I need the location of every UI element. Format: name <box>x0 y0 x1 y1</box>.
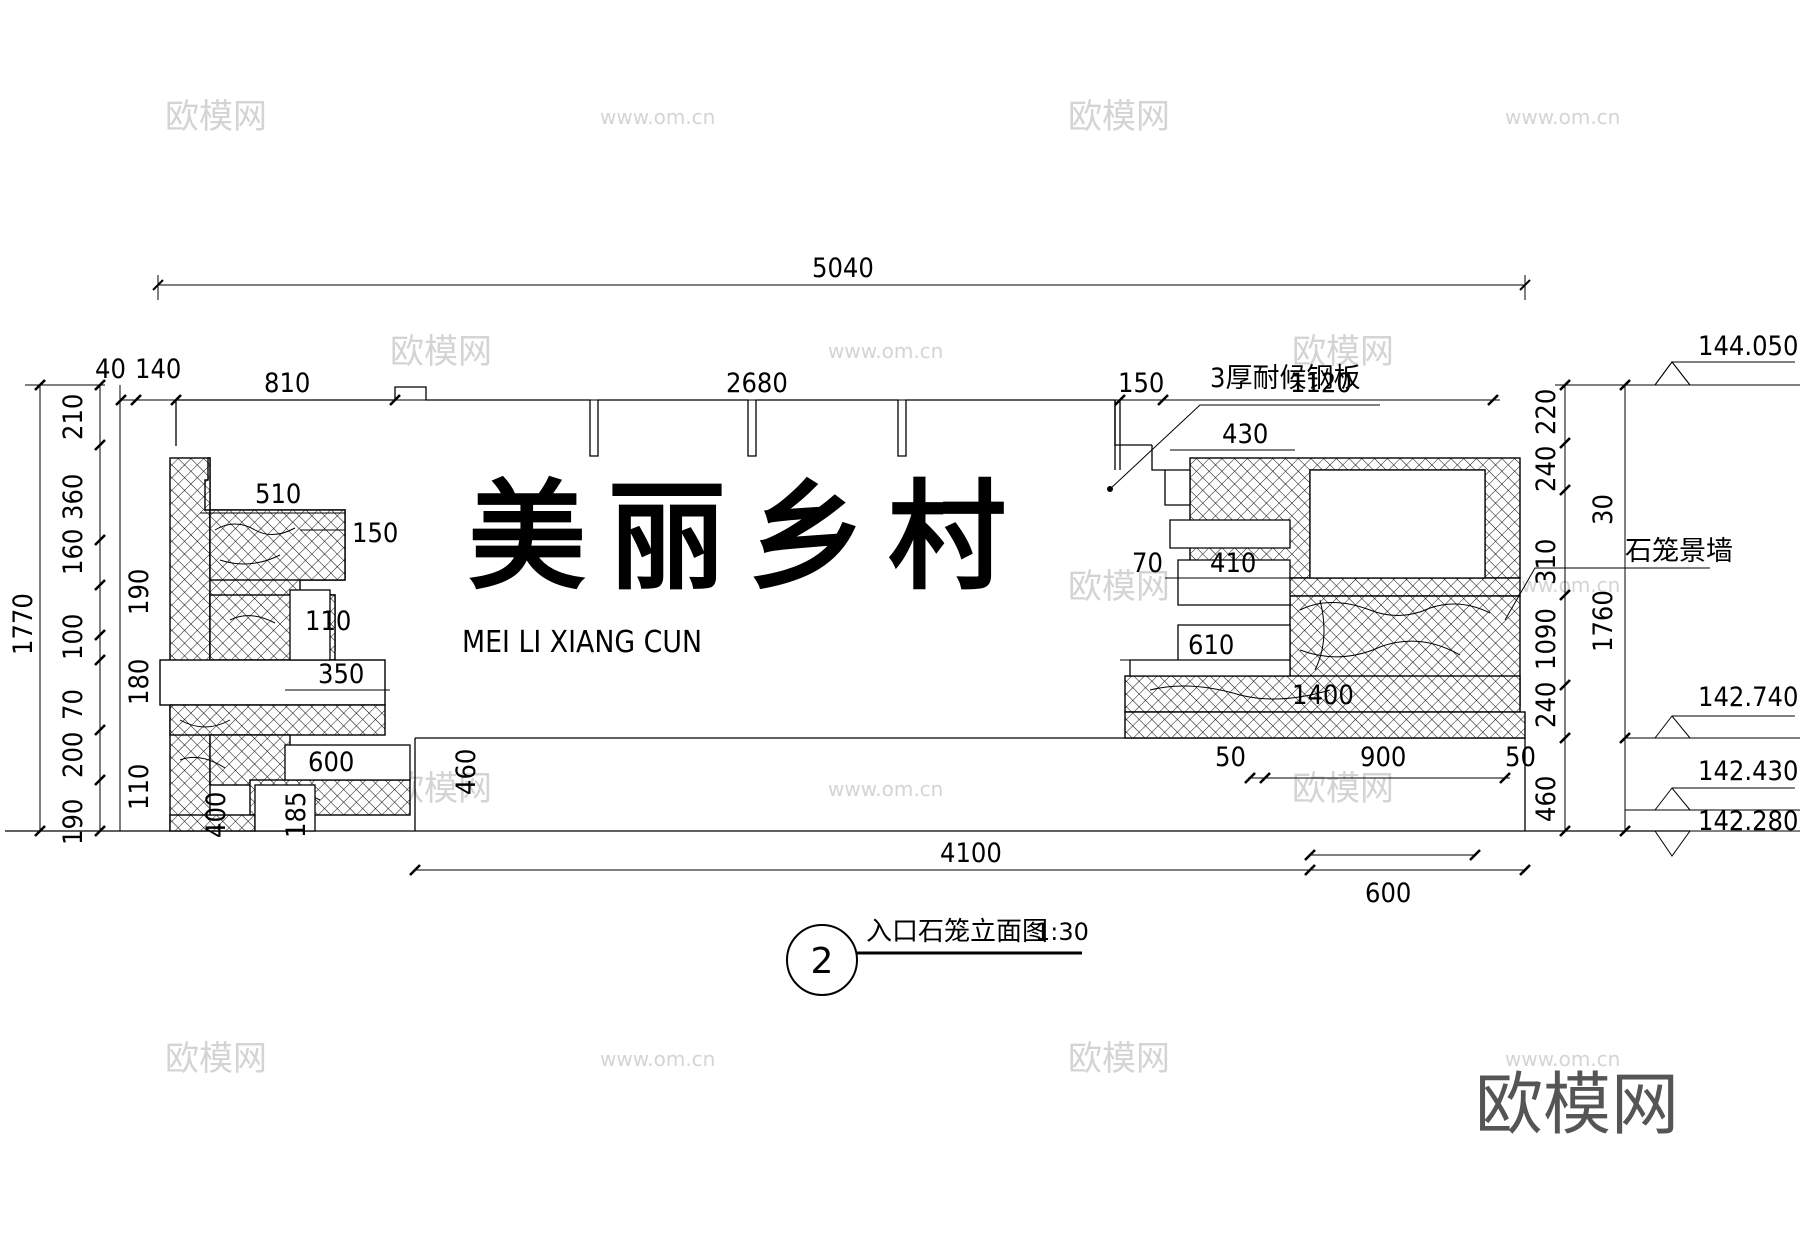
svg-text:180: 180 <box>124 659 155 705</box>
watermark-logo: 欧模网 <box>1292 332 1394 372</box>
drawing-number: 2 <box>811 941 834 982</box>
watermark-url: www.om.cn <box>828 777 943 801</box>
svg-text:50: 50 <box>1505 742 1536 773</box>
svg-text:144.050: 144.050 <box>1698 331 1798 362</box>
svg-text:185: 185 <box>281 792 312 838</box>
dim-right: 220 240 310 1090 240 460 30 1760 <box>1531 379 1640 837</box>
svg-text:142.430: 142.430 <box>1698 756 1798 787</box>
svg-text:240: 240 <box>1531 446 1562 492</box>
svg-text:600: 600 <box>1365 878 1411 909</box>
drawing-scale: 1:30 <box>1035 918 1089 946</box>
svg-text:70: 70 <box>58 689 89 720</box>
sign-pinyin: MEI LI XIANG CUN <box>462 625 702 660</box>
right-gabion <box>1124 457 1526 739</box>
dim-top-segments: 40 140 810 2680 150 1120 <box>95 354 1500 406</box>
svg-text:1120: 1120 <box>1290 368 1352 399</box>
svg-text:160: 160 <box>58 529 89 575</box>
svg-text:350: 350 <box>318 659 364 690</box>
svg-text:50: 50 <box>1215 742 1246 773</box>
svg-text:190: 190 <box>124 569 155 615</box>
svg-text:142.740: 142.740 <box>1698 682 1798 713</box>
watermark-logo: 欧模网 <box>390 332 492 372</box>
svg-text:140: 140 <box>135 354 181 385</box>
watermark-url: www.om.cn <box>1505 105 1620 129</box>
svg-text:900: 900 <box>1360 742 1406 773</box>
svg-text:430: 430 <box>1222 419 1268 450</box>
note-steel-plate: 3厚耐候钢板 <box>1107 363 1380 492</box>
watermark-logo: 欧模网 <box>165 1039 267 1079</box>
svg-text:1400: 1400 <box>1292 680 1354 711</box>
svg-text:30: 30 <box>1588 494 1619 525</box>
watermark-logo: 欧模网 <box>1068 567 1170 607</box>
svg-text:150: 150 <box>352 518 398 549</box>
svg-text:240: 240 <box>1531 682 1562 728</box>
svg-text:110: 110 <box>305 606 351 637</box>
elevation-markers: 144.050 142.740 142.430 142.280 <box>1625 331 1800 857</box>
svg-text:600: 600 <box>308 747 354 778</box>
svg-text:150: 150 <box>1118 368 1164 399</box>
svg-text:460: 460 <box>1531 776 1562 822</box>
svg-text:190: 190 <box>58 799 89 845</box>
svg-text:410: 410 <box>1210 548 1256 579</box>
svg-text:810: 810 <box>264 368 310 399</box>
watermark-url: www.om.cn <box>1505 1047 1620 1071</box>
svg-text:610: 610 <box>1188 630 1234 661</box>
svg-text:460: 460 <box>451 749 482 795</box>
watermark-big-logo: 欧模网 <box>1475 1066 1679 1145</box>
svg-text:40: 40 <box>95 354 126 385</box>
dim-left: 1770 210 360 160 100 70 200 110 190 190 … <box>8 379 155 845</box>
svg-text:2680: 2680 <box>726 368 788 399</box>
svg-text:200: 200 <box>58 732 89 778</box>
sign-title: 美丽乡村 <box>468 467 1028 606</box>
watermark-layer: 欧模网 www.om.cn 欧模网 www.om.cn 欧模网 www.om.c… <box>165 97 1679 1145</box>
drawing-title: 2 入口石笼立面图 1:30 <box>786 917 1089 996</box>
watermark-url: www.om.cn <box>600 1047 715 1071</box>
dim-inner: 430 510 150 70 410 110 610 350 1400 600 … <box>200 419 1536 838</box>
svg-text:510: 510 <box>255 479 301 510</box>
svg-text:70: 70 <box>1132 548 1163 579</box>
dim-bottom: 4100 600 <box>409 838 1531 909</box>
svg-text:210: 210 <box>58 394 89 440</box>
svg-text:1770: 1770 <box>8 593 39 655</box>
svg-text:5040: 5040 <box>812 253 874 284</box>
watermark-url: www.om.cn <box>828 339 943 363</box>
note-gabion-wall: 石笼景墙 <box>1504 536 1733 621</box>
watermark-logo: 欧模网 <box>1292 769 1394 809</box>
watermark-url: www.om.cn <box>600 105 715 129</box>
watermark-logo: 欧模网 <box>1068 1039 1170 1079</box>
watermark-logo: 欧模网 <box>165 97 267 137</box>
svg-text:100: 100 <box>58 614 89 660</box>
svg-text:310: 310 <box>1531 539 1562 585</box>
svg-text:220: 220 <box>1531 389 1562 435</box>
drawing-caption: 入口石笼立面图 <box>866 917 1048 947</box>
svg-text:142.280: 142.280 <box>1698 806 1798 837</box>
svg-text:3厚耐候钢板: 3厚耐候钢板 <box>1210 363 1360 394</box>
svg-text:400: 400 <box>201 792 232 838</box>
watermark-url: www.om.cn <box>1505 573 1620 597</box>
svg-text:110: 110 <box>124 764 155 810</box>
watermark-logo: 欧模网 <box>1068 97 1170 137</box>
dim-top-total: 5040 <box>152 253 1531 300</box>
svg-text:石笼景墙: 石笼景墙 <box>1625 536 1733 567</box>
svg-text:1090: 1090 <box>1531 608 1562 670</box>
svg-text:1760: 1760 <box>1588 590 1619 652</box>
svg-text:360: 360 <box>58 474 89 520</box>
left-gabion <box>159 457 411 832</box>
svg-text:4100: 4100 <box>940 838 1002 869</box>
